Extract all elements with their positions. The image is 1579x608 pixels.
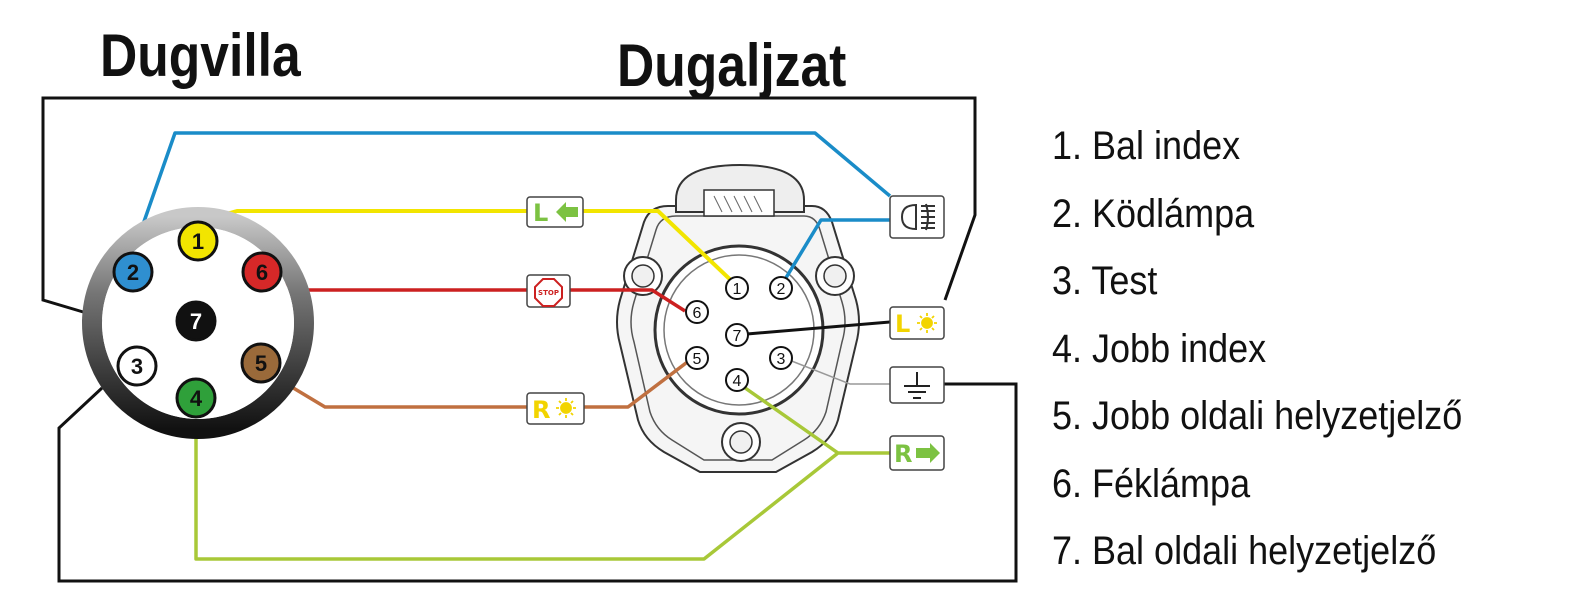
plug-pin-label: 2 xyxy=(127,260,139,285)
legend-item: 2. Ködlámpa xyxy=(1052,191,1255,236)
socket-pin: 3 xyxy=(769,346,793,370)
socket-pin: 6 xyxy=(685,300,709,324)
socket-pin: 5 xyxy=(685,346,709,370)
fog-lamp-icon xyxy=(900,203,935,231)
socket-title: Dugaljzat xyxy=(617,32,847,99)
socket-pin-label: 3 xyxy=(777,351,786,368)
plug-title: Dugvilla xyxy=(100,22,301,89)
wire-brown xyxy=(284,358,692,409)
plug-pin-label: 5 xyxy=(255,351,267,376)
socket-pin-label: 1 xyxy=(733,281,742,298)
socket-pin: 2 xyxy=(769,276,793,300)
socket-pin-label: 6 xyxy=(693,305,702,322)
legend-item: 1. Bal index xyxy=(1052,124,1241,168)
wire-blue xyxy=(131,131,892,287)
symbol-left-tail: L xyxy=(889,306,945,340)
ground-icon xyxy=(904,372,930,399)
symbol-ground xyxy=(889,366,945,404)
right-indicator-letter: R xyxy=(894,440,912,468)
plug-pin-label: 4 xyxy=(190,386,203,411)
arrow-left-icon xyxy=(556,202,578,222)
symbol-right-tail: R xyxy=(526,392,585,425)
legend-item: 7. Bal oldali helyzetjelző xyxy=(1052,529,1437,573)
symbol-fog-lamp xyxy=(889,195,945,239)
frame-lines xyxy=(41,96,1018,583)
symbol-right-indicator: R xyxy=(889,435,945,471)
plug-pin: 2 xyxy=(112,251,154,293)
stop-sign-icon xyxy=(534,278,563,307)
arrow-right-icon xyxy=(916,443,940,463)
symbol-left-indicator: L xyxy=(526,196,584,228)
left-indicator-letter: L xyxy=(533,199,548,227)
plug-pin: 7 xyxy=(175,300,217,342)
socket-pin: 1 xyxy=(725,276,749,300)
plug-pin-label: 6 xyxy=(256,260,268,285)
socket-pin: 7 xyxy=(725,323,749,347)
stop-text: STOP xyxy=(538,289,559,297)
right-tail-letter: R xyxy=(532,396,550,424)
wire-ground-thin xyxy=(783,357,890,385)
plug-pin: 5 xyxy=(240,342,282,384)
legend-item: 6. Féklámpa xyxy=(1052,461,1251,506)
socket-pin: 4 xyxy=(725,368,749,392)
wire-green xyxy=(194,381,890,561)
symbol-stop-lamp: STOP xyxy=(526,274,571,308)
pin-legend: 1. Bal index 2. Ködlámpa 3. Test 4. Jobb… xyxy=(1052,113,1508,586)
lamp-icon xyxy=(556,398,576,418)
legend-item: 4. Jobb index xyxy=(1052,326,1267,371)
plug-pin: 4 xyxy=(175,377,217,419)
legend-item: 5. Jobb oldali helyzetjelző xyxy=(1052,394,1463,438)
plug-connector: 1 2 3 4 5 6 7 xyxy=(82,207,314,439)
socket-pin-label: 2 xyxy=(777,281,786,298)
plug-pins: 1 2 3 4 5 6 7 xyxy=(112,220,283,419)
socket-pin-label: 4 xyxy=(733,373,742,390)
plug-pin: 6 xyxy=(241,251,283,293)
plug-pin-label: 7 xyxy=(190,309,202,334)
plug-pin-label: 3 xyxy=(131,354,143,379)
socket-pins: 1 2 3 4 5 6 7 xyxy=(685,276,793,392)
lamp-icon xyxy=(917,313,937,333)
socket-pin-label: 7 xyxy=(733,328,742,345)
plug-pin: 1 xyxy=(177,220,219,262)
socket-pin-label: 5 xyxy=(693,351,702,368)
plug-pin: 3 xyxy=(116,345,158,387)
legend-item: 3. Test xyxy=(1052,259,1158,303)
plug-pin-label: 1 xyxy=(192,229,204,254)
left-tail-letter: L xyxy=(895,310,910,338)
